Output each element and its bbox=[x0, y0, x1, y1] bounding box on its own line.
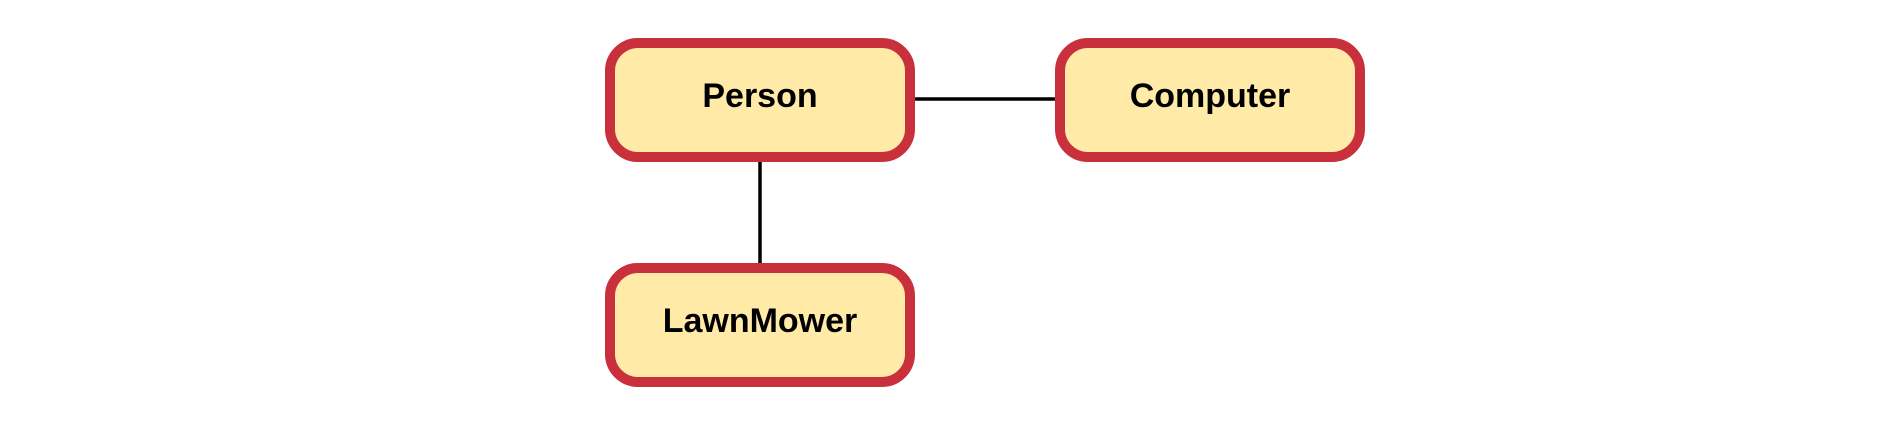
node-computer[interactable]: Computer bbox=[1055, 38, 1365, 162]
node-person-box[interactable] bbox=[605, 38, 915, 162]
node-person[interactable]: Person bbox=[605, 38, 915, 162]
node-lawnmower-label: LawnMower bbox=[663, 302, 858, 340]
edges bbox=[758, 97, 1060, 268]
node-computer-box[interactable] bbox=[1055, 38, 1365, 162]
node-lawnmower[interactable]: LawnMower bbox=[605, 263, 915, 387]
node-lawnmower-box[interactable] bbox=[605, 263, 915, 387]
node-computer-label: Computer bbox=[1130, 77, 1291, 115]
node-person-label: Person bbox=[702, 77, 817, 115]
